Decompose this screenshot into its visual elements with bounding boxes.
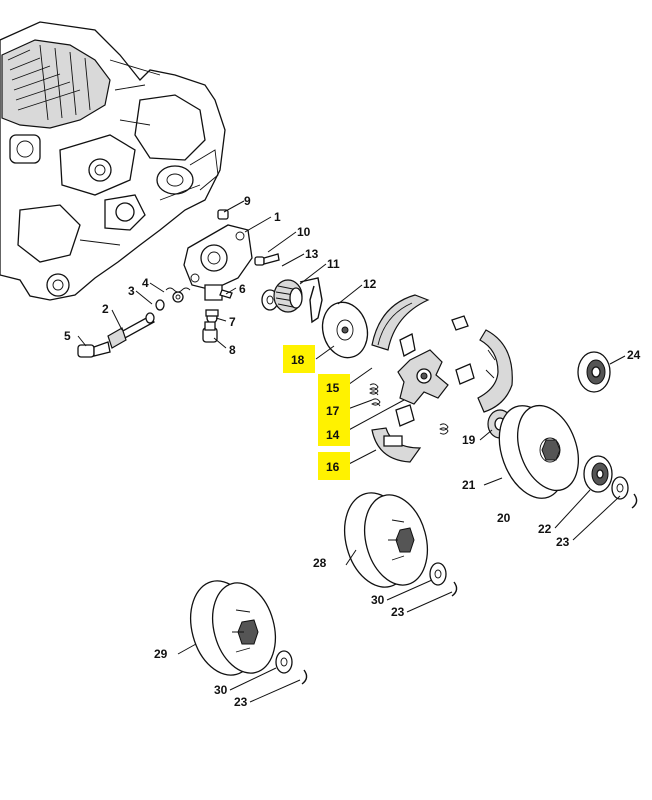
part-clutch-block-lower: [395, 404, 415, 427]
label-part-2: 2: [102, 302, 109, 316]
part-clutch-shoe-upper: [371, 294, 430, 351]
label-part-23b: 23: [391, 605, 405, 619]
part-30-washer-b: [275, 650, 293, 674]
part-8-fitting: [202, 321, 218, 343]
part-clutch-shoe-right: [477, 329, 513, 413]
part-28-sprocket-drum: [344, 492, 428, 588]
label-part-16: 16: [326, 460, 340, 474]
label-part-19: 19: [462, 433, 476, 447]
part-5-screw: [77, 341, 111, 358]
part-9-screw: [217, 209, 229, 220]
label-part-13: 13: [305, 247, 319, 261]
label-part-23c: 23: [234, 695, 248, 709]
label-part-20: 20: [497, 511, 511, 525]
label-part-17: 17: [326, 404, 340, 418]
highlights: [283, 345, 350, 480]
label-part-29: 29: [154, 647, 168, 661]
part-2-pin: [107, 312, 155, 349]
highlight-17: [318, 397, 350, 423]
part-30-washer-a: [429, 562, 447, 586]
label-part-23a: 23: [556, 535, 570, 549]
label-part-30a: 30: [371, 593, 385, 607]
part-washer-a: [611, 476, 629, 500]
part-labels: 1 2 3 4 5 6 7 8 9 10 11 12 13 14 15 16 1…: [64, 194, 641, 709]
label-part-12: 12: [363, 277, 377, 291]
label-part-28: 28: [313, 556, 327, 570]
highlight-16: [318, 452, 350, 480]
label-part-11: 11: [327, 257, 340, 271]
label-part-14: 14: [326, 428, 340, 442]
part-21-clutch-drum: [498, 404, 579, 499]
part-17-spring: [371, 398, 381, 407]
label-part-21: 21: [462, 478, 476, 492]
part-clutch-block-upper: [399, 333, 416, 357]
label-part-9: 9: [244, 194, 251, 208]
highlight-14: [318, 420, 350, 446]
part-24-rim-sprocket: [577, 351, 611, 393]
engine-block: [0, 21, 226, 301]
part-1-bracket: [183, 224, 253, 301]
label-part-7: 7: [229, 315, 236, 329]
highlight-15: [318, 374, 350, 400]
part-14-clutch-carrier: [397, 349, 449, 405]
highlight-18: [283, 345, 315, 373]
part-29-sprocket-drum: [190, 580, 276, 676]
leader-lines: [77, 200, 626, 703]
part-10-screw: [254, 253, 280, 266]
label-part-8: 8: [229, 343, 236, 357]
part-12-plate: [321, 301, 369, 359]
part-7-fitting: [205, 309, 219, 324]
label-part-5: 5: [64, 329, 71, 343]
part-3-seal: [155, 299, 165, 311]
label-part-18: 18: [291, 353, 305, 367]
part-block-right: [455, 363, 475, 385]
part-23-clip-a: [631, 493, 638, 509]
part-22-rim-sprocket: [583, 455, 613, 493]
label-part-24: 24: [627, 348, 641, 362]
part-15-clutch-spring: [369, 383, 379, 396]
label-part-10: 10: [297, 225, 311, 239]
part-4-washer: [172, 291, 184, 303]
part-11-worm-drive: [273, 279, 303, 313]
part-16-clutch-shoe-lower: [371, 427, 422, 463]
label-part-6: 6: [239, 282, 246, 296]
label-part-22: 22: [538, 522, 552, 536]
label-part-1: 1: [274, 210, 281, 224]
label-part-15: 15: [326, 381, 340, 395]
part-23-clip-c: [301, 669, 308, 685]
part-spring-small-a: [439, 423, 449, 435]
label-part-30b: 30: [214, 683, 228, 697]
label-part-3: 3: [128, 284, 135, 298]
part-23-clip-b: [451, 581, 458, 597]
part-11-spring-clip: [299, 277, 323, 324]
part-nut: [451, 315, 469, 331]
label-part-4: 4: [142, 276, 149, 290]
